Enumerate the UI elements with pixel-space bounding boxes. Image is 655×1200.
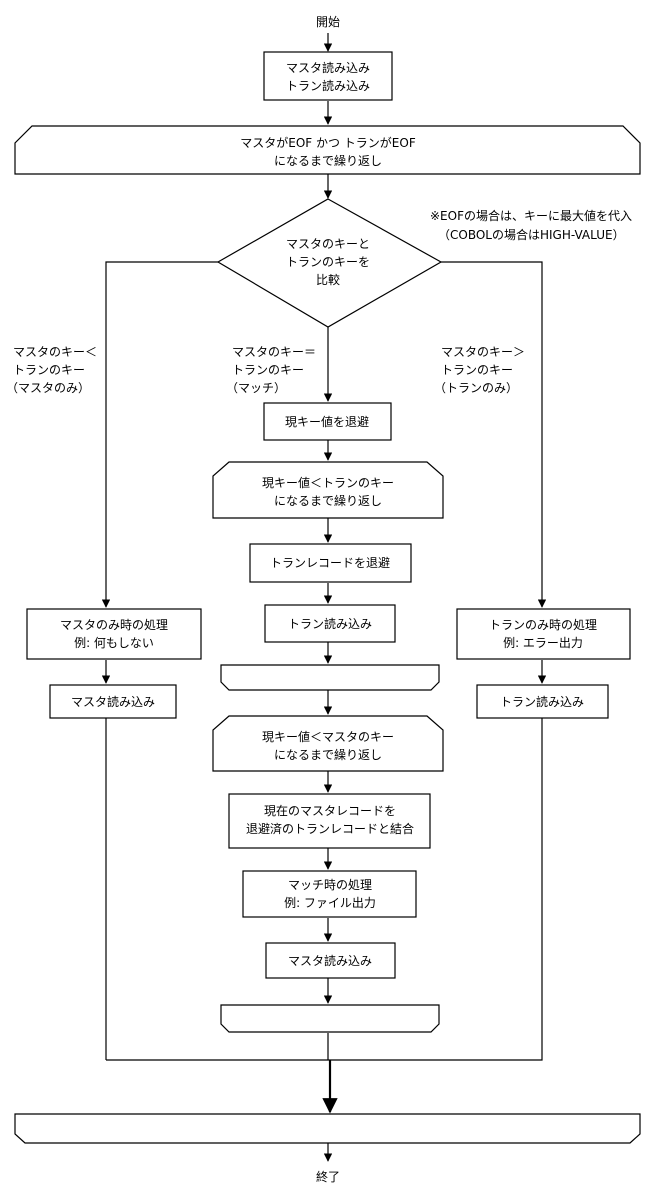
condition-middle: マスタのキー＝ トランのキー （マッチ）: [226, 345, 316, 395]
tran-read-middle-box: トラン読み込み: [264, 604, 396, 643]
merge-line-1: 現在のマスタレコードを: [264, 804, 396, 818]
condition-left-line-2: トランのキー: [13, 363, 85, 377]
save-key-box: 現キー値を退避: [263, 402, 392, 441]
main-loop-end: [14, 1113, 641, 1144]
main-loop-start: マスタがEOF かつ トランがEOF になるまで繰り返し: [14, 125, 641, 175]
condition-right-line-3: （トランのみ）: [434, 381, 518, 395]
eof-note-line-2: （COBOLの場合はHIGH-VALUE）: [438, 227, 625, 242]
match-process-line-1: マッチ時の処理: [288, 878, 372, 892]
master-read-left-box: マスタ読み込み: [49, 684, 177, 719]
main-loop-line-1: マスタがEOF かつ トランがEOF: [240, 135, 416, 150]
master-loop-line-1: 現キー値＜マスタのキー: [262, 729, 394, 744]
match-process-box: マッチ時の処理 例: ファイル出力: [242, 870, 417, 918]
tran-read-right-label: トラン読み込み: [500, 694, 584, 709]
connectors: [101, 33, 547, 1162]
merge-line-2: 退避済のトランレコードと結合: [246, 821, 414, 836]
condition-middle-line-3: （マッチ）: [226, 381, 286, 395]
tran-read-middle-label: トラン読み込み: [288, 616, 372, 631]
save-tran-box: トランレコードを退避: [249, 543, 412, 583]
condition-left: マスタのキー＜ トランのキー （マスタのみ）: [6, 345, 97, 395]
compare-line-1: マスタのキーと: [286, 237, 370, 251]
match-process-line-2: 例: ファイル出力: [284, 896, 376, 910]
tran-loop-start: 現キー値＜トランのキー になるまで繰り返し: [212, 461, 444, 519]
condition-left-line-1: マスタのキー＜: [13, 345, 97, 359]
condition-middle-line-1: マスタのキー＝: [232, 345, 316, 359]
master-loop-line-2: になるまで繰り返し: [274, 748, 382, 762]
master-only-process-box: マスタのみ時の処理 例: 何もしない: [26, 608, 202, 660]
tran-loop-line-2: になるまで繰り返し: [274, 494, 382, 508]
merge-box: 現在のマスタレコードを 退避済のトランレコードと結合: [228, 793, 431, 849]
master-loop-start: 現キー値＜マスタのキー になるまで繰り返し: [212, 715, 444, 772]
condition-middle-line-2: トランのキー: [232, 363, 304, 377]
initial-read-line-2: トラン読み込み: [286, 78, 370, 93]
condition-left-line-3: （マスタのみ）: [6, 381, 90, 395]
master-only-line-2: 例: 何もしない: [74, 636, 154, 650]
tran-only-line-2: 例: エラー出力: [503, 636, 583, 650]
tran-read-right-box: トラン読み込み: [476, 684, 609, 719]
condition-right-line-1: マスタのキー＞: [441, 345, 525, 359]
master-read-middle-label: マスタ読み込み: [288, 953, 372, 968]
save-tran-label: トランレコードを退避: [270, 556, 390, 570]
master-loop-end: [220, 1004, 440, 1033]
master-only-line-1: マスタのみ時の処理: [60, 618, 168, 632]
compare-line-2: トランのキーを: [286, 255, 370, 269]
compare-line-3: 比較: [316, 272, 340, 287]
save-key-label: 現キー値を退避: [285, 414, 369, 429]
initial-read-line-1: マスタ読み込み: [286, 60, 370, 75]
master-read-middle-box: マスタ読み込み: [265, 942, 396, 979]
start-label: 開始: [316, 15, 340, 29]
master-read-left-label: マスタ読み込み: [71, 694, 155, 709]
tran-only-process-box: トランのみ時の処理 例: エラー出力: [456, 608, 631, 660]
tran-loop-end: [220, 664, 440, 691]
condition-right: マスタのキー＞ トランのキー （トランのみ）: [434, 345, 525, 395]
tran-loop-line-1: 現キー値＜トランのキー: [262, 475, 394, 490]
initial-read-box: マスタ読み込み トラン読み込み: [263, 51, 393, 101]
eof-note-line-1: ※EOFの場合は、キーに最大値を代入: [430, 208, 632, 223]
condition-right-line-2: トランのキー: [441, 363, 513, 377]
main-loop-line-2: になるまで繰り返し: [274, 154, 382, 168]
compare-decision: マスタのキーと トランのキーを 比較: [216, 198, 443, 328]
tran-only-line-1: トランのみ時の処理: [489, 618, 597, 632]
end-label: 終了: [316, 1169, 340, 1184]
